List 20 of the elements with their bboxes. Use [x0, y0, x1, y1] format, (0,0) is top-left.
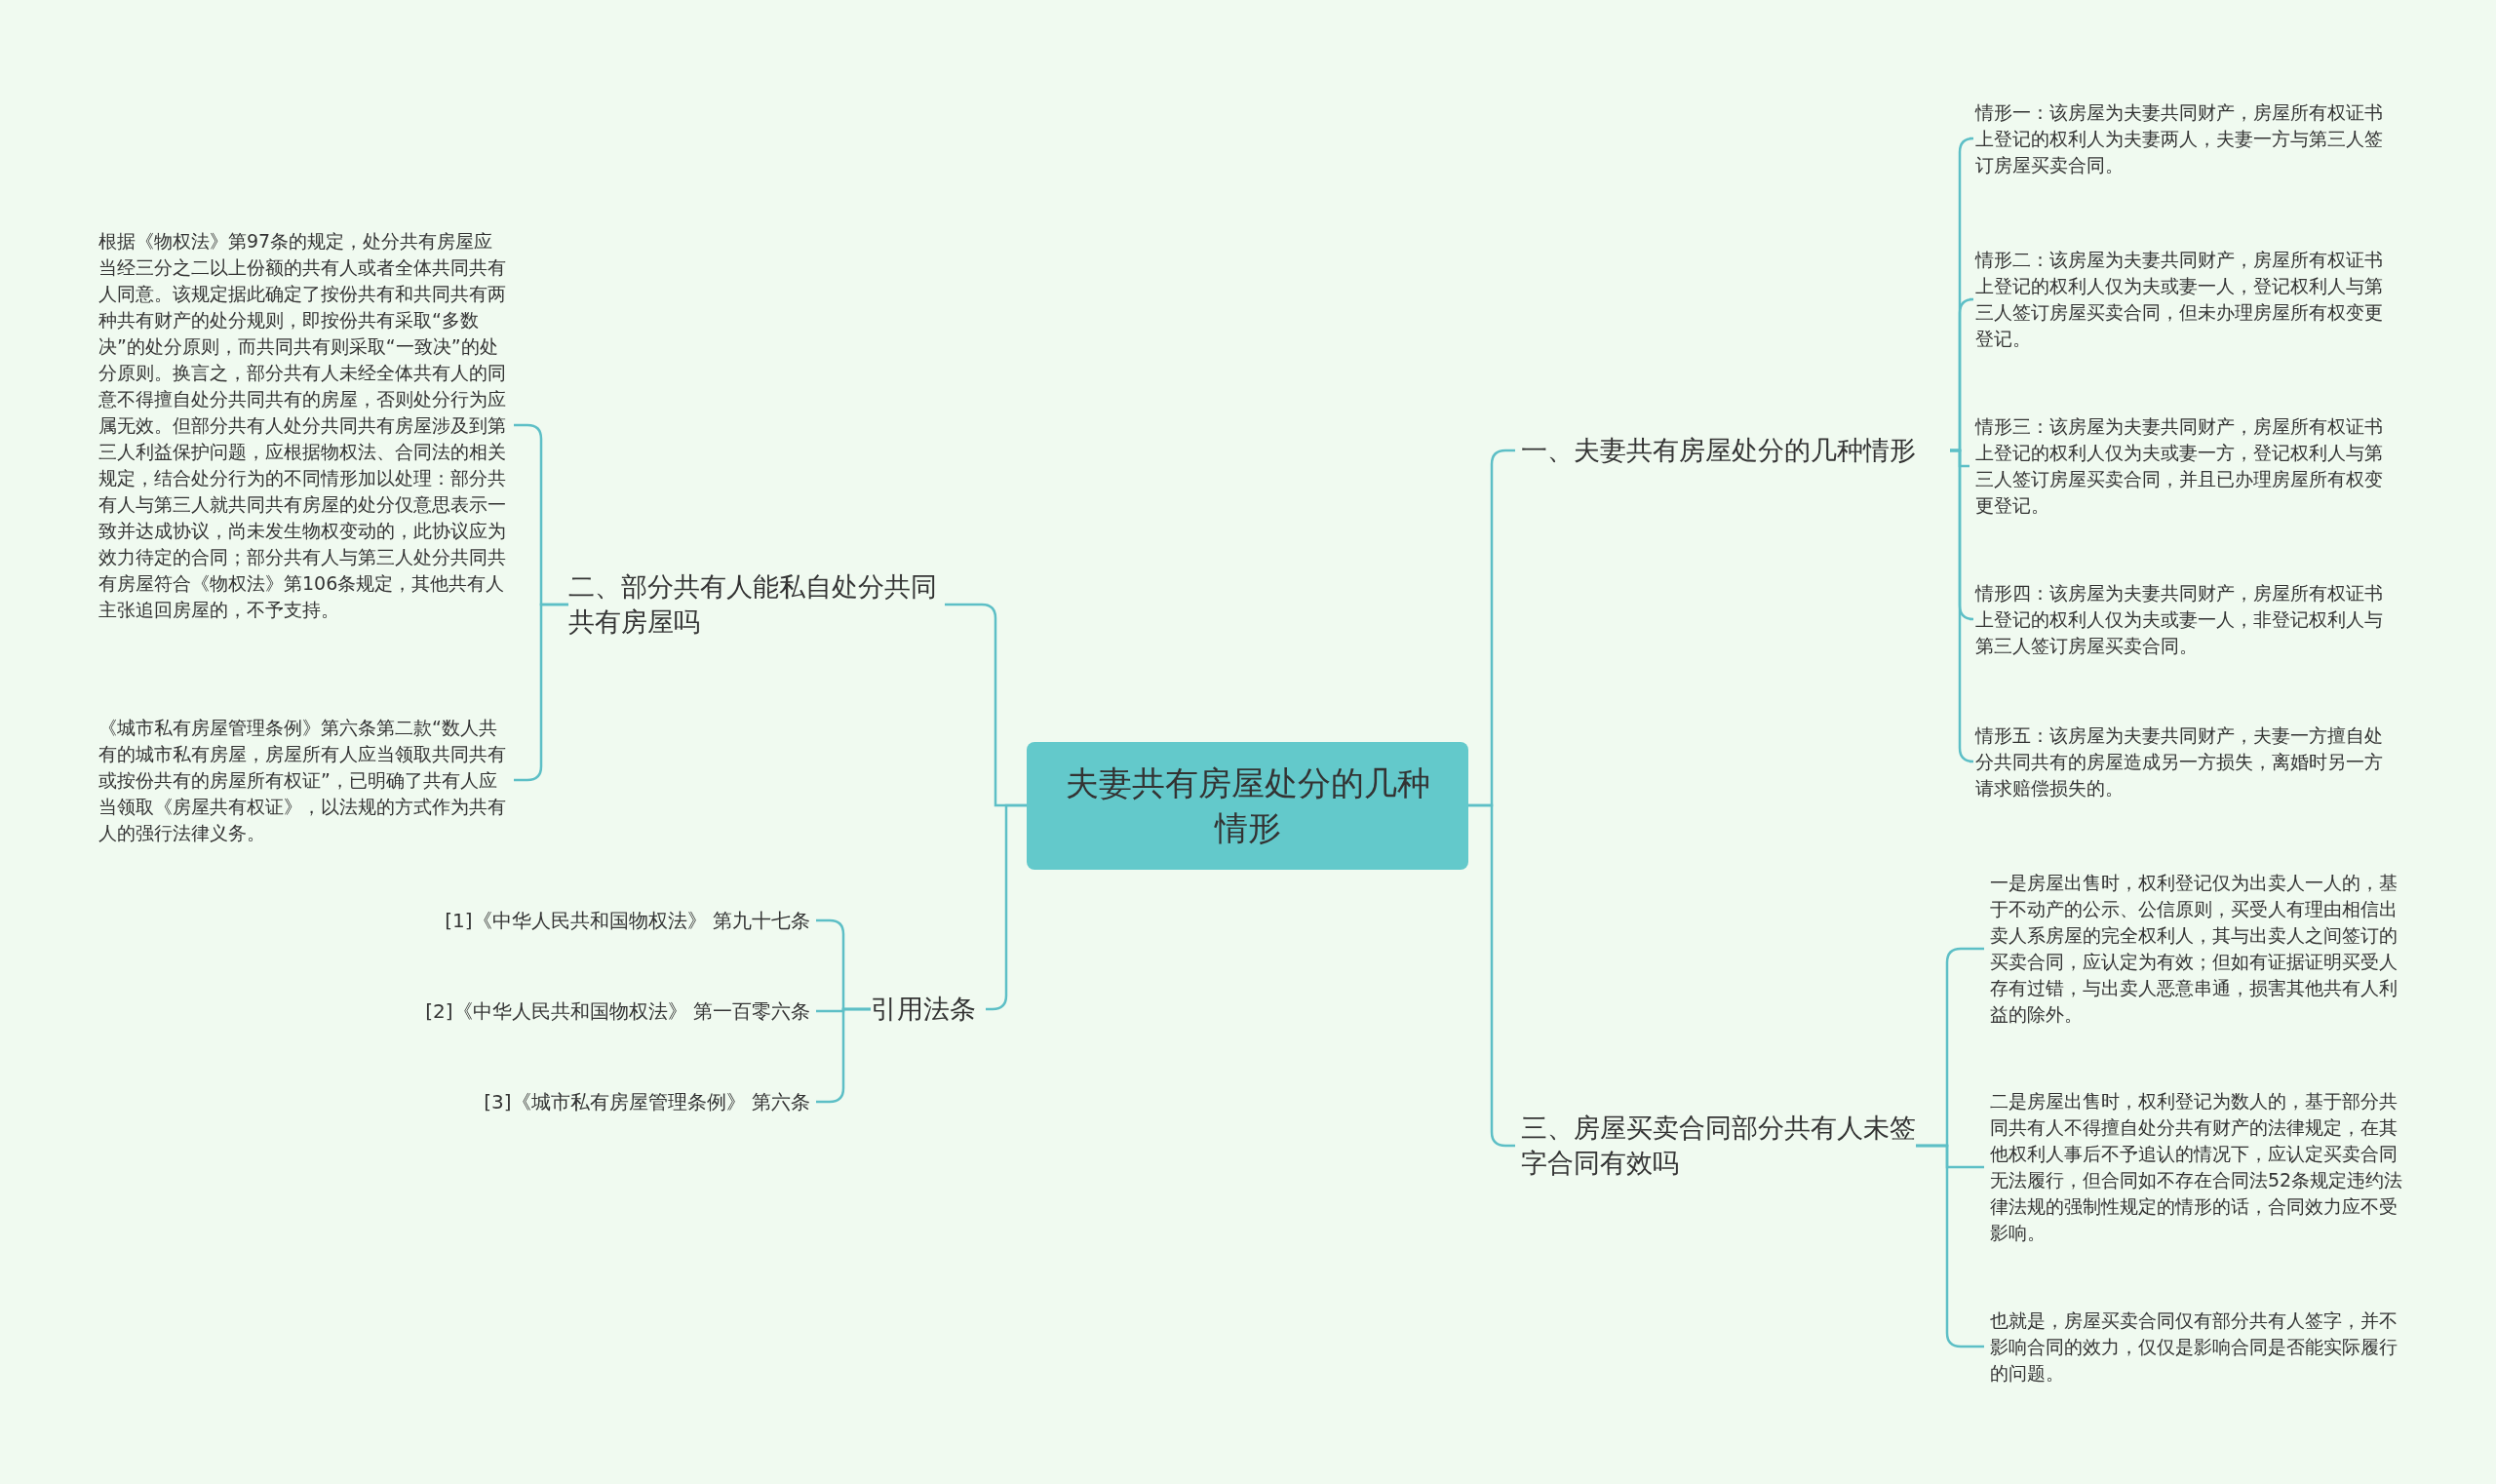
leaf-text: 情形五：该房屋为夫妻共同财产，夫妻一方擅自处分共同共有的房屋造成另一方损失，离婚时另一方请求赔偿损失的。	[1975, 722, 2384, 801]
branch-topic: 二、部分共有人能私自处分共同共有房屋吗	[568, 570, 938, 639]
branch-topic: 三、房屋买卖合同部分共有人未签字合同有效吗	[1521, 1112, 1916, 1180]
connector-line	[1916, 1144, 1984, 1348]
leaf-text: 情形一：该房屋为夫妻共同财产，房屋所有权证书上登记的权利人为夫妻两人，夫妻一方与第三人签订房屋买卖合同。	[1975, 99, 2384, 177]
leaf-text: 《城市私有房屋管理条例》第六条第二款“数人共有的城市私有房屋，房屋所有人应当领取共同共有或按份共有的房屋所有权证”，已明确了共有人应当领取《房屋共有权证》，以法规的方式作为共有人的强行法律义务。	[98, 715, 507, 845]
central-topic-box: 夫妻共有房屋处分的几种情形	[1027, 741, 1468, 870]
leaf-text: 也就是，房屋买卖合同仅有部分共有人签字，并不影响合同的效力，仅仅是影响合同是否能实际履行的问题。	[1990, 1308, 2398, 1386]
leaf-text: 情形四：该房屋为夫妻共同财产，房屋所有权证书上登记的权利人仅为夫或妻一人，非登记权利人与第三人签订房屋买卖合同。	[1975, 580, 2384, 658]
leaf-text: 一是房屋出售时，权利登记仅为出卖人一人的，基于不动产的公示、公信原则，买受人有理由相信出卖人系房屋的完全权利人，其与出卖人之间签订的买卖合同，应认定为有效；但如有证据证明买受人存有过错，与出卖人恶意串通，损害其他共有人利益的除外。	[1990, 871, 2398, 1027]
leaf-text: 二是房屋出售时，权利登记为数人的，基于部分共同共有人不得擅自处分共有财产的法律规定，在其他权利人事后不予追认的情况下，应认定买卖合同无法履行，但合同如不存在合同法52条规定违约法律法规的强制性规定的情形的话，合同效力应不受影响。	[1990, 1089, 2403, 1245]
reference-text: [3]《城市私有房屋管理条例》 第六条	[483, 1088, 810, 1115]
leaf-text: 情形二：该房屋为夫妻共同财产，房屋所有权证书上登记的权利人仅为夫或妻一人，登记权利人与第三人签订房屋买卖合同，但未办理房屋所有权变更登记。	[1975, 248, 2384, 351]
reference-text: [1]《中华人民共和国物权法》 第九十七条	[444, 907, 810, 934]
branch-topic: 引用法条	[871, 993, 977, 1026]
connector-line	[1950, 449, 1975, 763]
leaf-text: 情形三：该房屋为夫妻共同财产，房屋所有权证书上登记的权利人仅为夫或妻一方，登记权利人与第三人签订房屋买卖合同，并且已办理房屋所有权变更登记。	[1975, 414, 2384, 518]
reference-text: [2]《中华人民共和国物权法》 第一百零六条	[424, 997, 810, 1025]
leaf-text: 根据《物权法》第97条的规定，处分共有房屋应当经三分之二以上份额的共有人或者全体共同共有人同意。该规定据此确定了按份共有和共同共有两种共有财产的处分规则，即按份共有采取“多数决”的处分原则，而共同共有则采取“一致决”的处分原则。换言之，部分共有人未经全体共有人的同意不得擅自处分共同共有的房屋，否则处分行为应属无效。但部分共有人处分共同共有房屋涉及到第三人利益保护问题，应根据物权法、合同法的相关规定，结合处分行为的不同情形加以处理：部分共有人与第三人就共同共有房屋的处分仅意思表示一致并达成协议，尚未发生物权变动的，此协议应为效力待定的合同；部分共有人与第三人处分共同共有房屋符合《物权法》第106条规定，其他共有人主张追回房屋的，不予支持。	[98, 228, 507, 622]
branch-topic: 一、夫妻共有房屋处分的几种情形	[1521, 434, 1917, 467]
